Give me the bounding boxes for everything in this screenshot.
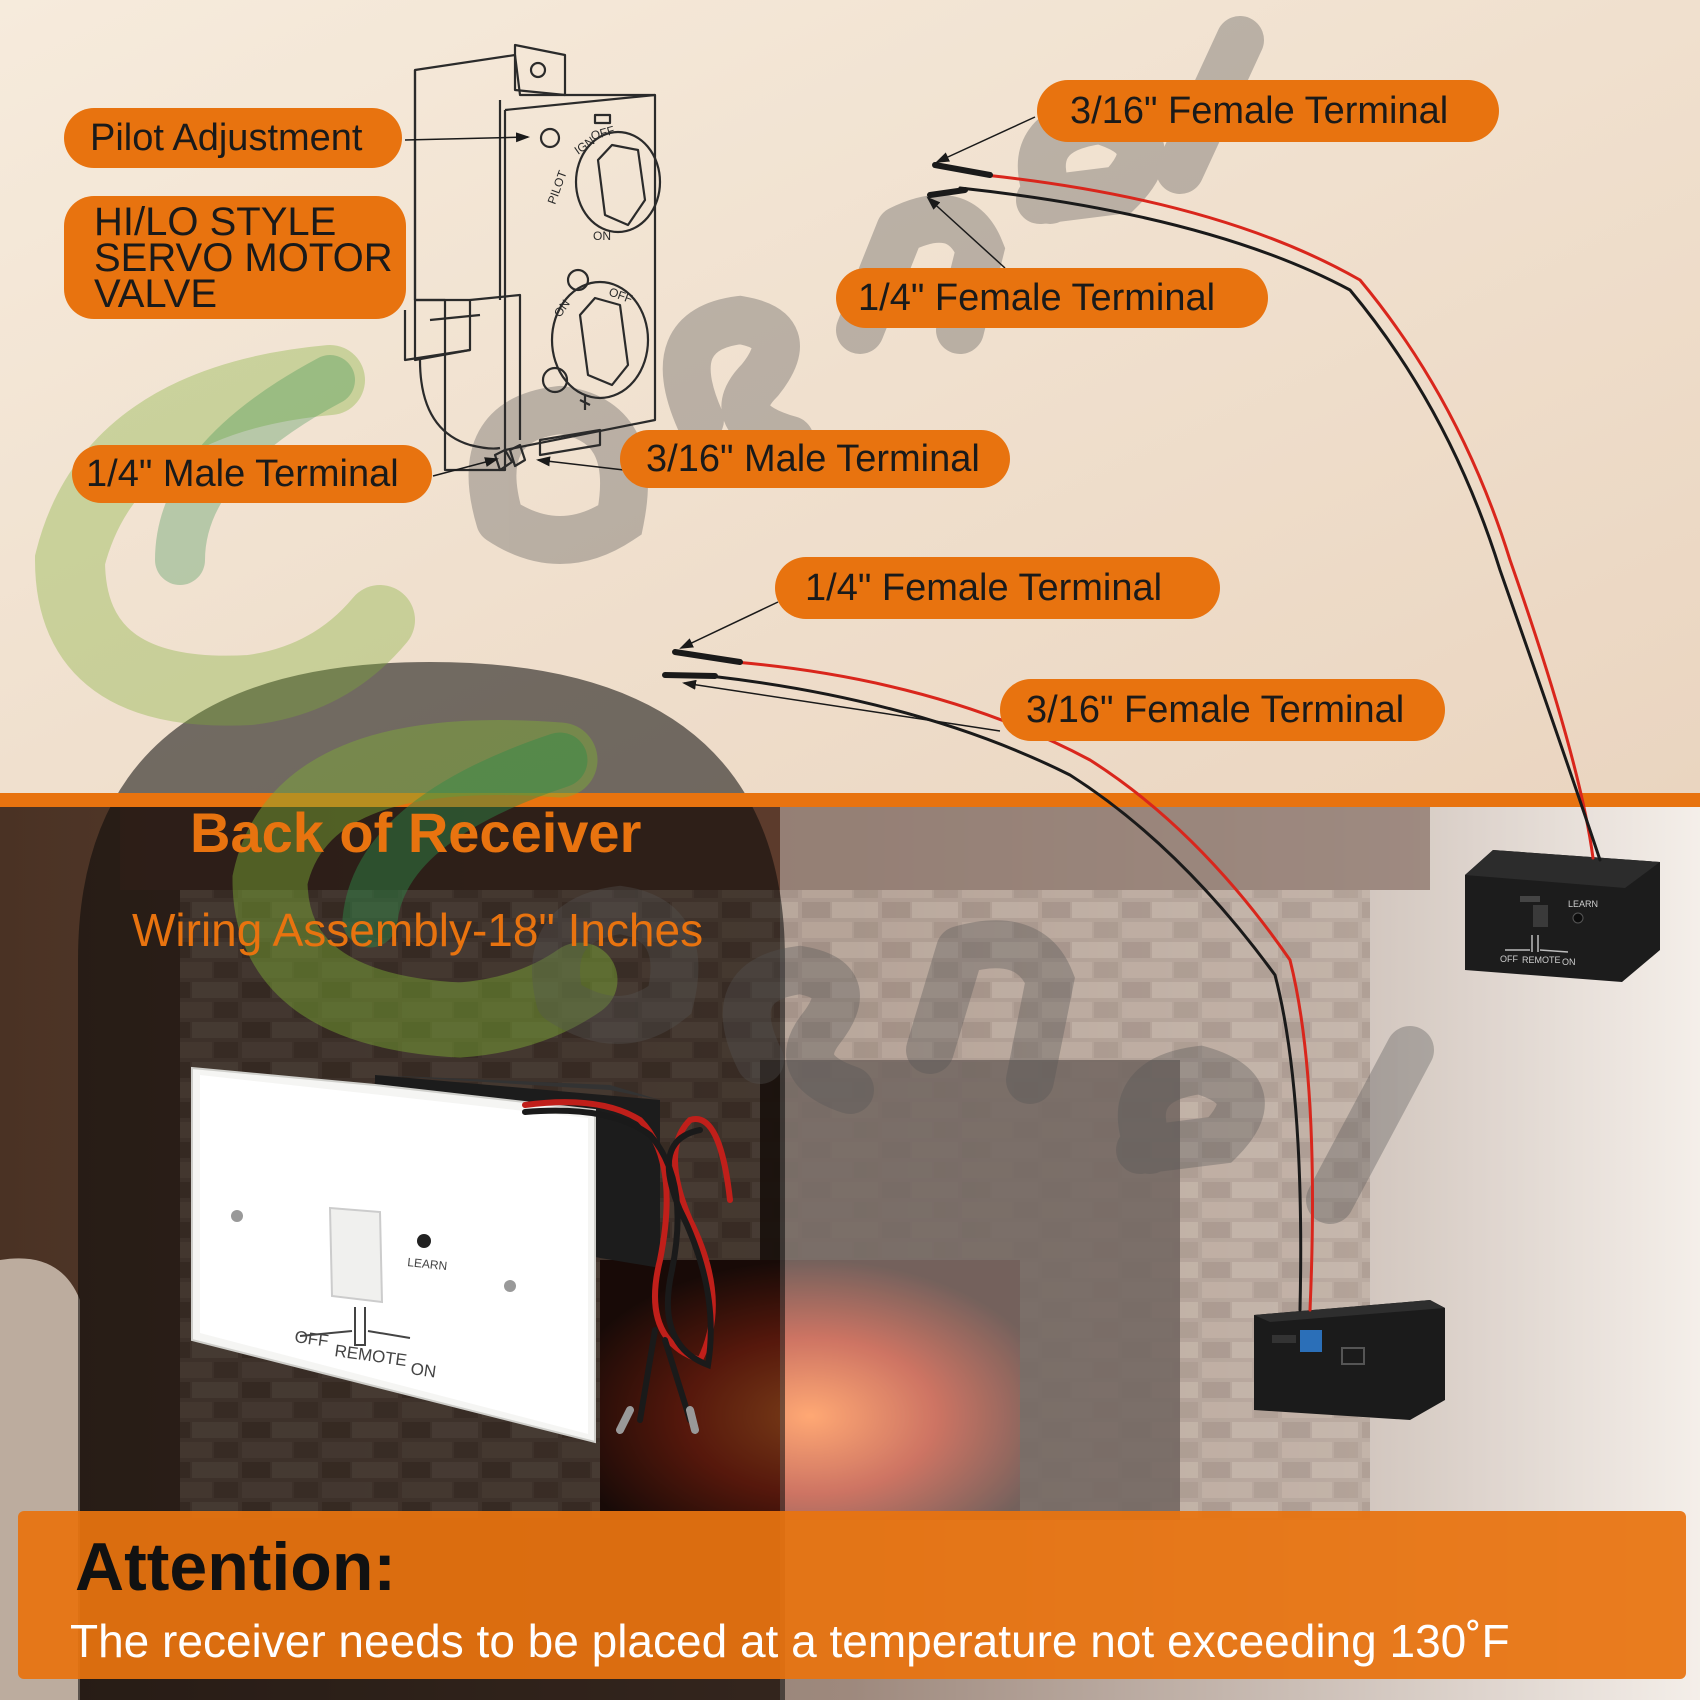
arrow-3-16-male (536, 456, 625, 471)
attention-text: The receiver needs to be placed at a tem… (70, 1615, 1510, 1667)
wall-plate-off-label: OFF (293, 1327, 329, 1351)
bottom-quarter-female-label: 1/4" Female Terminal (775, 557, 1220, 619)
servo-valve-label-line3: VALVE (94, 271, 218, 316)
small-receiver-off-label: OFF (1500, 954, 1518, 964)
bottom-three-sixteenths-female-label: 3/16" Female Terminal (1000, 679, 1445, 741)
three-sixteenths-male-terminal-label: 3/16" Male Terminal (620, 430, 1010, 488)
arrow-bottom-quarter-female (679, 601, 779, 649)
arrow-bottom-3-16-female (682, 679, 1001, 732)
knob-off-label: OFF (589, 123, 616, 143)
wall-plate-on-label: ON (409, 1359, 437, 1381)
servo-valve-label-line2: SERVO MOTOR (94, 235, 393, 280)
small-receiver-box (1465, 850, 1660, 982)
small-receiver-on-label: ON (1562, 957, 1576, 967)
wire-top (927, 162, 1602, 862)
arrow-top-quarter-female (926, 196, 1006, 269)
attention-title: Attention: (75, 1529, 397, 1605)
wall-plate-learn-label: LEARN (407, 1255, 448, 1273)
arrow-quarter-male (432, 457, 499, 477)
arrow-top-3-16-female (935, 116, 1036, 163)
top-quarter-female-label: 1/4" Female Terminal (836, 268, 1268, 328)
knob-on-label: ON (593, 229, 611, 243)
small-receiver-remote-label: REMOTE (1522, 955, 1561, 965)
servo-valve-label-line1: HI/LO STYLE (94, 199, 337, 244)
arrow-pilot-adjustment (404, 132, 530, 143)
pilot-adjustment-label: Pilot Adjustment (64, 108, 402, 168)
receiver-back-box (1254, 1300, 1445, 1420)
quarter-male-terminal-label: 1/4" Male Terminal (72, 445, 432, 503)
receiver-back-title: Back of Receiver (190, 801, 642, 864)
servo-valve-label: HI/LO STYLE SERVO MOTOR VALVE (64, 196, 406, 319)
small-receiver-learn-label: LEARN (1568, 899, 1598, 909)
top-three-sixteenths-female-label: 3/16" Female Terminal (1037, 80, 1499, 142)
wire-bottom (662, 649, 1314, 1312)
attention-banner (18, 1511, 1686, 1679)
servo-valve-outline (403, 43, 662, 472)
wiring-assembly-subtitle: Wiring Assembly-18" Inches (132, 904, 704, 956)
wall-plate-receiver (191, 1066, 660, 1444)
coiled-wire (522, 1099, 733, 1434)
